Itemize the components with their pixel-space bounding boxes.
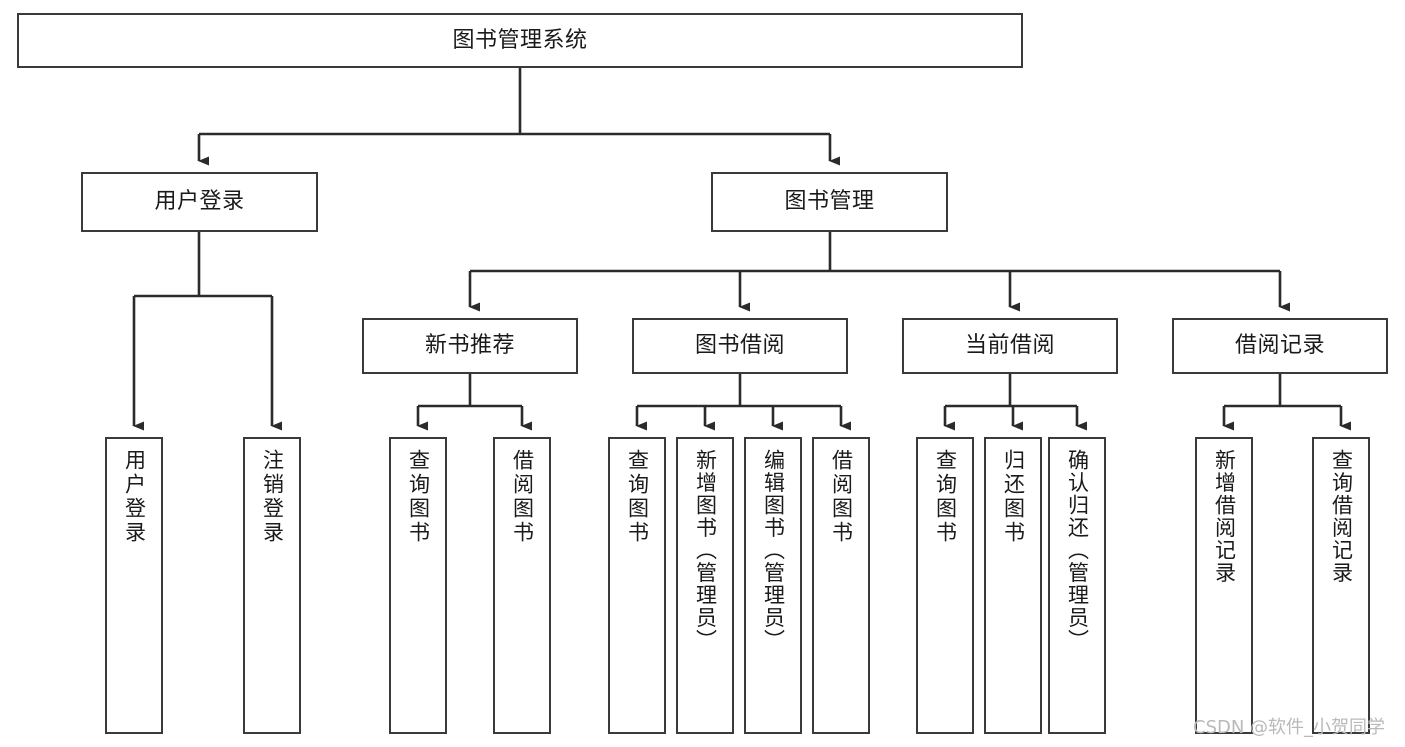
node-current-borrow[interactable]: 当前借阅 xyxy=(902,318,1118,374)
node-book-borrow[interactable]: 图书借阅 xyxy=(632,318,848,374)
node-leaf-user-logout[interactable]: 注销登录 xyxy=(243,437,301,734)
node-book-management-label: 图书管理 xyxy=(784,189,875,215)
node-leaf-user-login-label: 用户登录 xyxy=(122,449,147,545)
watermark: CSDN @软件_小贺同学 xyxy=(1193,717,1386,738)
node-leaf-query-record[interactable]: 查询借阅记录 xyxy=(1312,437,1370,734)
node-leaf-user-logout-label: 注销登录 xyxy=(260,449,285,545)
node-root-label: 图书管理系统 xyxy=(452,27,588,53)
node-user-login[interactable]: 用户登录 xyxy=(81,172,318,232)
node-new-book-recommend-label: 新书推荐 xyxy=(424,333,515,359)
node-leaf-query-book-2-label: 查询图书 xyxy=(625,449,650,545)
node-leaf-add-book-label: 新增图书（管理员） xyxy=(693,449,718,652)
node-leaf-add-book[interactable]: 新增图书（管理员） xyxy=(676,437,734,734)
node-book-management[interactable]: 图书管理 xyxy=(711,172,948,232)
node-new-book-recommend[interactable]: 新书推荐 xyxy=(362,318,578,374)
node-leaf-return-book[interactable]: 归还图书 xyxy=(984,437,1042,734)
node-leaf-add-record-label: 新增借阅记录 xyxy=(1212,449,1237,584)
node-leaf-borrow-book-2[interactable]: 借阅图书 xyxy=(812,437,870,734)
node-leaf-borrow-book-2-label: 借阅图书 xyxy=(829,449,854,545)
node-leaf-query-book-3[interactable]: 查询图书 xyxy=(916,437,974,734)
node-leaf-query-book-1[interactable]: 查询图书 xyxy=(389,437,447,734)
node-leaf-borrow-book-1-label: 借阅图书 xyxy=(510,449,535,545)
node-book-borrow-label: 图书借阅 xyxy=(694,333,785,359)
node-root[interactable]: 图书管理系统 xyxy=(17,13,1023,68)
node-leaf-confirm-return-label: 确认归还（管理员） xyxy=(1065,449,1090,652)
node-borrow-record-label: 借阅记录 xyxy=(1234,333,1325,359)
node-leaf-query-book-2[interactable]: 查询图书 xyxy=(608,437,666,734)
node-leaf-edit-book-label: 编辑图书（管理员） xyxy=(761,449,786,652)
node-leaf-query-record-label: 查询借阅记录 xyxy=(1329,449,1354,584)
node-current-borrow-label: 当前借阅 xyxy=(964,333,1055,359)
node-leaf-add-record[interactable]: 新增借阅记录 xyxy=(1195,437,1253,734)
node-leaf-query-book-1-label: 查询图书 xyxy=(406,449,431,545)
node-leaf-borrow-book-1[interactable]: 借阅图书 xyxy=(493,437,551,734)
node-leaf-query-book-3-label: 查询图书 xyxy=(933,449,958,545)
node-user-login-label: 用户登录 xyxy=(154,189,245,215)
node-leaf-edit-book[interactable]: 编辑图书（管理员） xyxy=(744,437,802,734)
node-leaf-confirm-return[interactable]: 确认归还（管理员） xyxy=(1048,437,1106,734)
node-leaf-user-login[interactable]: 用户登录 xyxy=(105,437,163,734)
node-borrow-record[interactable]: 借阅记录 xyxy=(1172,318,1388,374)
node-leaf-return-book-label: 归还图书 xyxy=(1001,449,1026,545)
